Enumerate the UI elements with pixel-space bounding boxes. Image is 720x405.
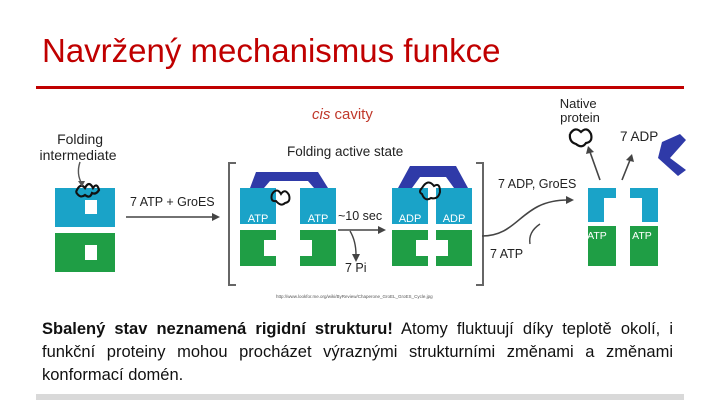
folding-active-state-label: Folding active state [287,144,403,159]
image-source: http://www.lookfor.me.org/wiki/ByReview/… [276,294,433,299]
groes-cap-atp [250,172,328,188]
body-paragraph: Sbalený stav neznamená rigidní strukturu… [42,318,673,387]
adp-out-label: 7 ADP [620,129,658,144]
start-trans-ring [55,233,103,272]
groel-released-state: ATP ATP [587,188,658,266]
svg-text:ATP: ATP [587,230,607,242]
svg-text:ATP: ATP [248,213,269,225]
cis-cavity-label: cis cavity [312,106,373,123]
groel-open-start [55,182,115,272]
svg-text:ADP: ADP [443,213,466,225]
groel-atp-state: ATP ATP [240,172,336,266]
adp-groes-label: 7 ADP, GroES [498,177,576,191]
body-bold: Sbalený stav neznamená rigidní strukturu… [42,320,393,338]
native-protein-icon [568,128,593,148]
time-label: ~10 sec [338,209,382,223]
start-cis-ring [55,188,103,227]
native-protein-label: Native protein [560,96,600,125]
atp-groes-label: 7 ATP + GroES [130,195,215,209]
native-arrow [589,151,601,181]
atp-in-arrow [529,223,541,245]
bottom-bar [36,394,684,400]
body-rest: Atomy fluktuují díky teplotě okolí, i fu… [42,320,674,384]
pi-arrow [349,230,357,256]
svg-text:ATP: ATP [632,230,652,242]
folding-intermediate-icon [74,182,101,198]
release-curve-arrow [481,199,569,237]
protein-in-cavity-2 [419,181,442,201]
active-state-bracket [228,162,236,286]
adp-release-arrow [621,159,631,181]
protein-in-cavity-1 [270,189,291,206]
folding-intermediate-label: Folding intermediate [39,131,116,163]
svg-text:ADP: ADP [399,213,422,225]
title-underline [36,86,684,89]
slide-title: Navržený mechanismus funkce [42,32,501,69]
released-groes-icon [658,134,686,176]
pi-label: 7 Pi [345,261,367,275]
groel-adp-state: ADP ADP [392,166,472,266]
intermediate-arrow [77,161,83,185]
atp-in-label: 7 ATP [490,247,523,261]
groes-cap-adp [398,166,468,188]
svg-text:ATP: ATP [308,213,329,225]
